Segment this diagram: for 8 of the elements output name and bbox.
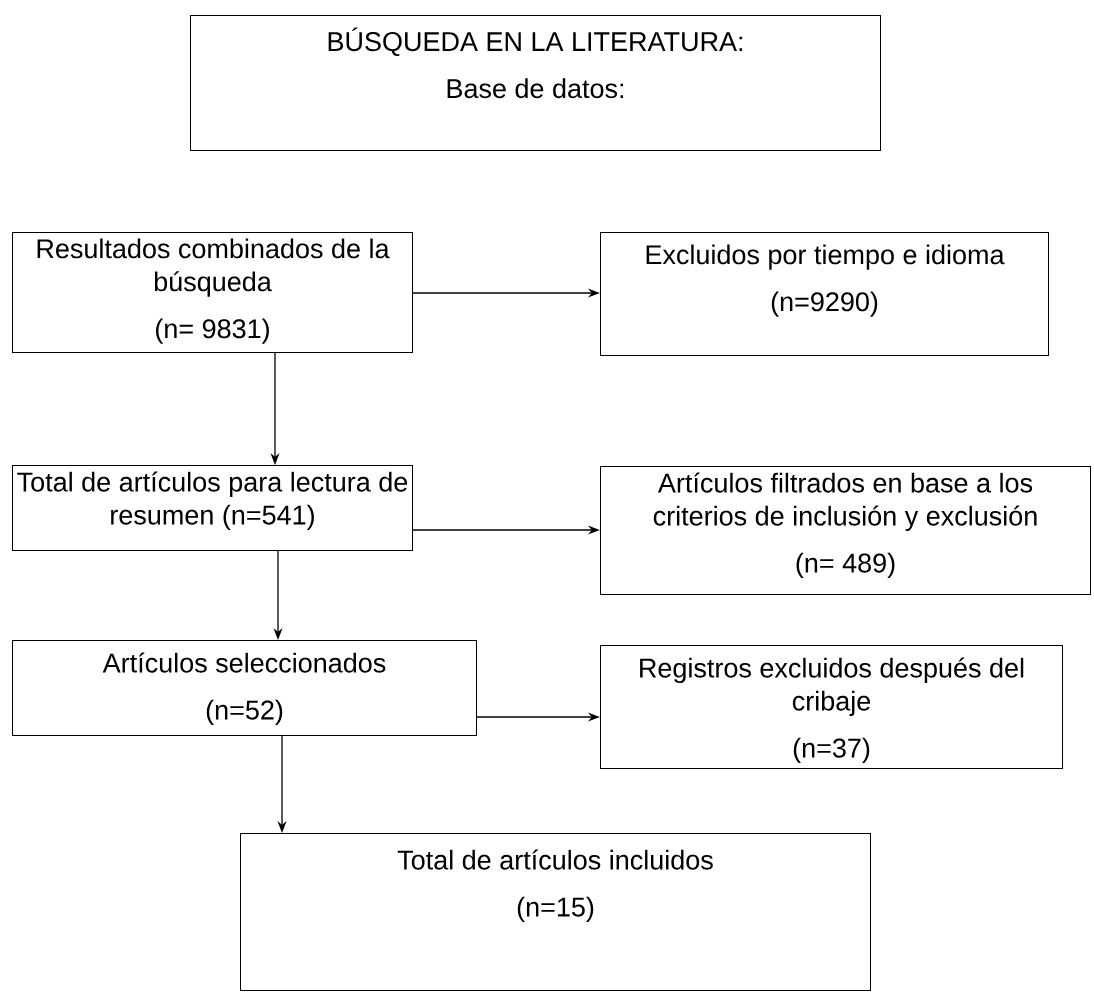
process-box: Artículos seleccionados (n=52) bbox=[12, 640, 477, 736]
process-box: Resultados combinados de la búsqueda (n= 9831) bbox=[12, 232, 413, 353]
process-box: Total de artículos incluidos (n=15) bbox=[240, 833, 871, 991]
process-box: Registros excluidos después del cribaje (n=37) bbox=[600, 645, 1063, 769]
process-box: BÚSQUEDA EN LA LITERATURA: Base de datos: bbox=[190, 15, 881, 151]
process-box: Total de artículos para lectura de resumen (n=541) bbox=[12, 465, 413, 551]
process-box: Excluidos por tiempo e idioma (n=9290) bbox=[600, 232, 1049, 356]
process-box: Artículos filtrados en base a los criterios de inclusión y exclusión (n= 489) bbox=[600, 466, 1091, 595]
